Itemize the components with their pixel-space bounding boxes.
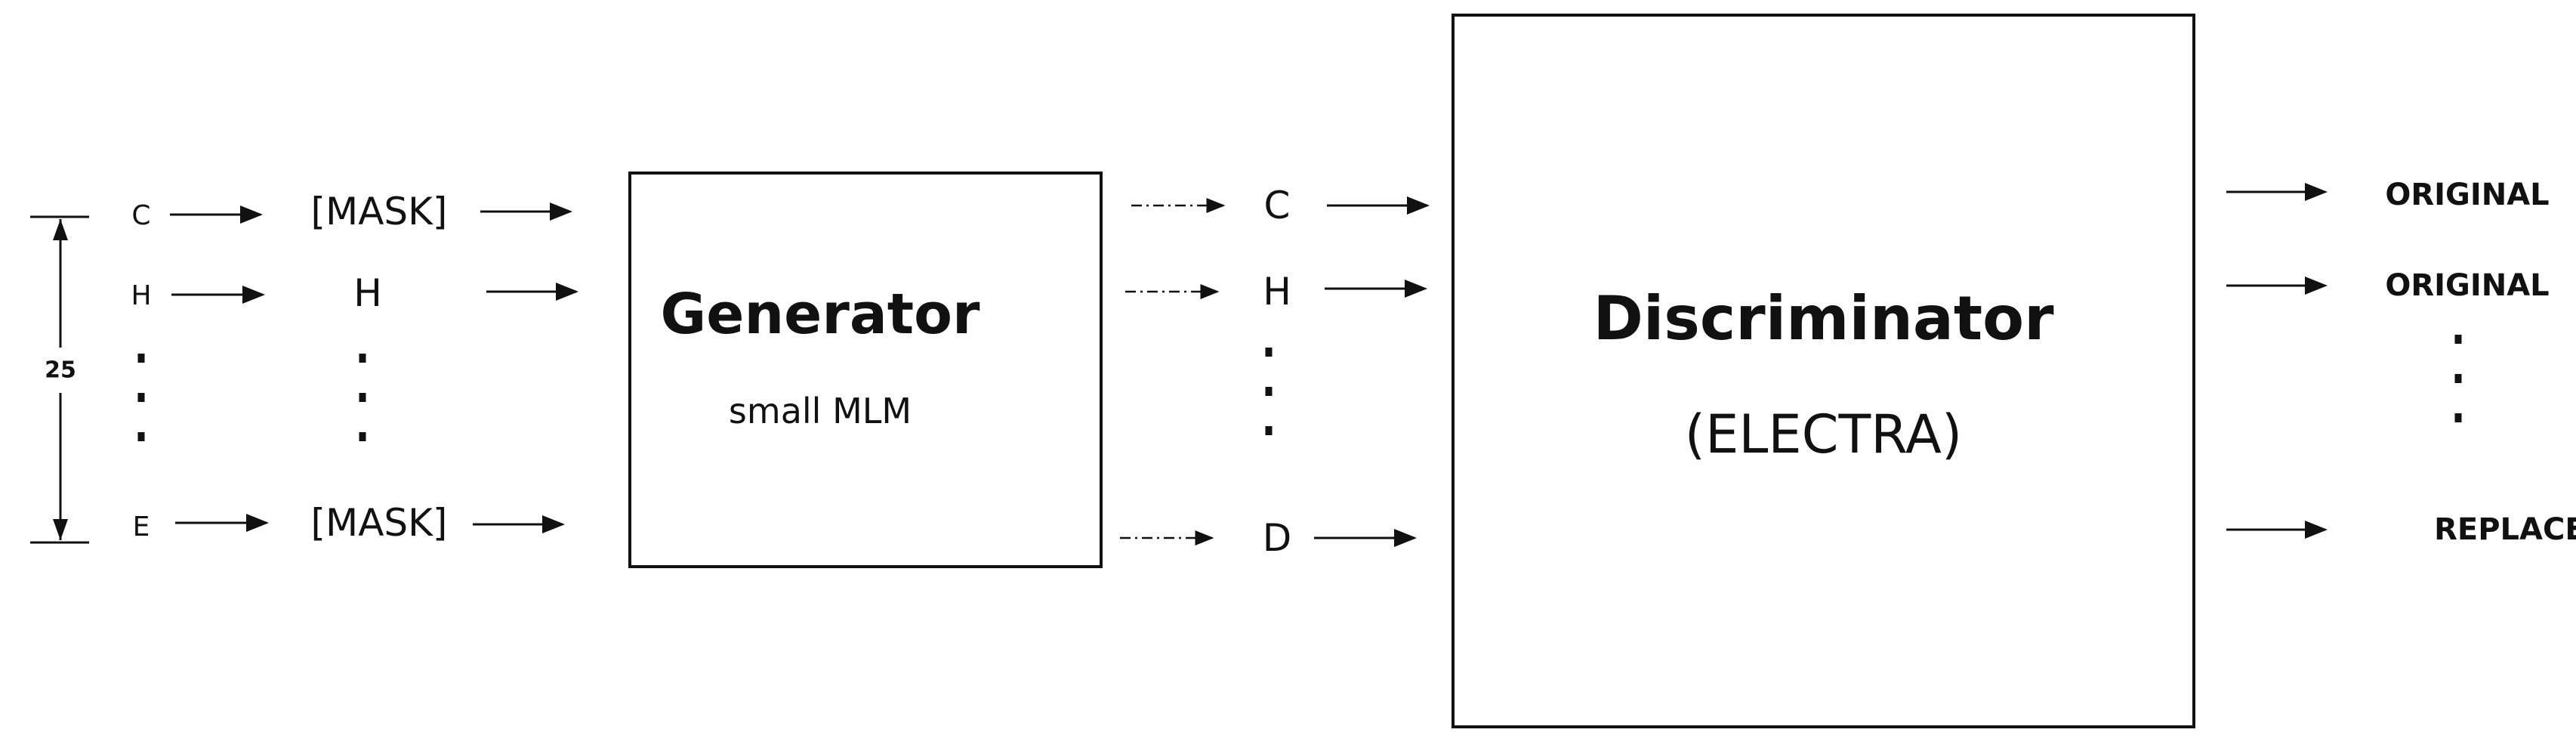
input-token: H [131, 280, 152, 311]
generated-token: C [1263, 184, 1291, 227]
generator-subtitle: small MLM [728, 391, 912, 431]
masked-ellipsis [359, 354, 366, 441]
generator-title: Generator [660, 282, 980, 347]
input-token: C [131, 200, 151, 231]
discriminator-output-arrows [2226, 183, 2328, 539]
input-token: E [132, 512, 150, 542]
output-ellipsis [2454, 335, 2462, 422]
discriminator-subtitle: (ELECTRA) [1684, 403, 1963, 465]
count-bracket [30, 215, 89, 544]
masked-token: H [353, 271, 382, 315]
output-label: REPLACED [2434, 512, 2576, 547]
generated-to-discriminator-arrows [1314, 196, 1430, 547]
generated-token: D [1262, 516, 1292, 560]
masked-token: [MASK] [310, 501, 448, 545]
masked-token: [MASK] [310, 190, 448, 233]
output-label: ORIGINAL [2385, 268, 2550, 303]
mask-to-generator-arrows [473, 202, 578, 533]
input-ellipsis [137, 354, 145, 441]
output-label: ORIGINAL [2385, 178, 2550, 212]
generated-token: H [1263, 270, 1291, 314]
generated-ellipsis [1265, 348, 1273, 435]
generator-box: Generator small MLM [628, 172, 1103, 568]
discriminator-box: Discriminator (ELECTRA) [1452, 14, 2195, 728]
discriminator-title: Discriminator [1593, 283, 2054, 354]
input-to-mask-arrows [170, 206, 269, 532]
sequence-length-label: 25 [45, 354, 76, 387]
generator-output-arrows [1120, 198, 1226, 546]
